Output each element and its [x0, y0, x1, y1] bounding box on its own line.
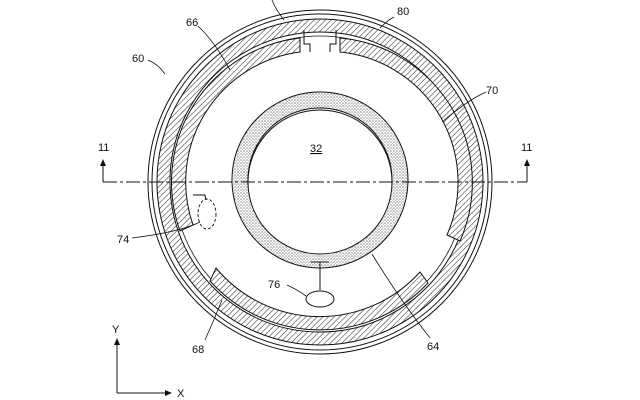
label-32: 32 [310, 143, 322, 155]
label-11-right: 11 [521, 142, 532, 154]
y-axis-arrow [114, 338, 120, 345]
label-64: 64 [427, 341, 439, 353]
label-74: 74 [117, 234, 129, 246]
leader-60 [147, 59, 166, 75]
leader-74 [131, 221, 201, 239]
leader-top [271, 0, 285, 21]
section-arrow-left-head [100, 159, 106, 166]
leader-80 [379, 16, 395, 29]
leader-70 [441, 91, 487, 123]
upper-left-segment [170, 37, 301, 232]
leader-68 [204, 299, 223, 341]
top-slot [299, 30, 341, 52]
section-arrow-right-head [524, 159, 530, 166]
leader-76 [286, 284, 307, 297]
label-11-left: 11 [98, 142, 109, 154]
label-68: 68 [192, 344, 204, 356]
label-76: 76 [268, 279, 280, 291]
label-80: 80 [397, 6, 409, 18]
y-axis-label: Y [112, 324, 120, 336]
label-60: 60 [132, 53, 144, 65]
leader-64 [371, 253, 431, 339]
lens-edge-outer [147, 9, 493, 355]
x-axis-arrow [165, 390, 172, 396]
leader-66 [197, 25, 231, 71]
upper-right-segment [339, 37, 473, 242]
label-70: 70 [486, 85, 498, 97]
dashed-oval [197, 198, 217, 230]
lower-segment [209, 267, 429, 331]
chip-oval [305, 290, 335, 308]
label-66: 66 [186, 17, 198, 29]
bracket-74 [193, 194, 207, 201]
x-axis-label: X [177, 388, 185, 400]
